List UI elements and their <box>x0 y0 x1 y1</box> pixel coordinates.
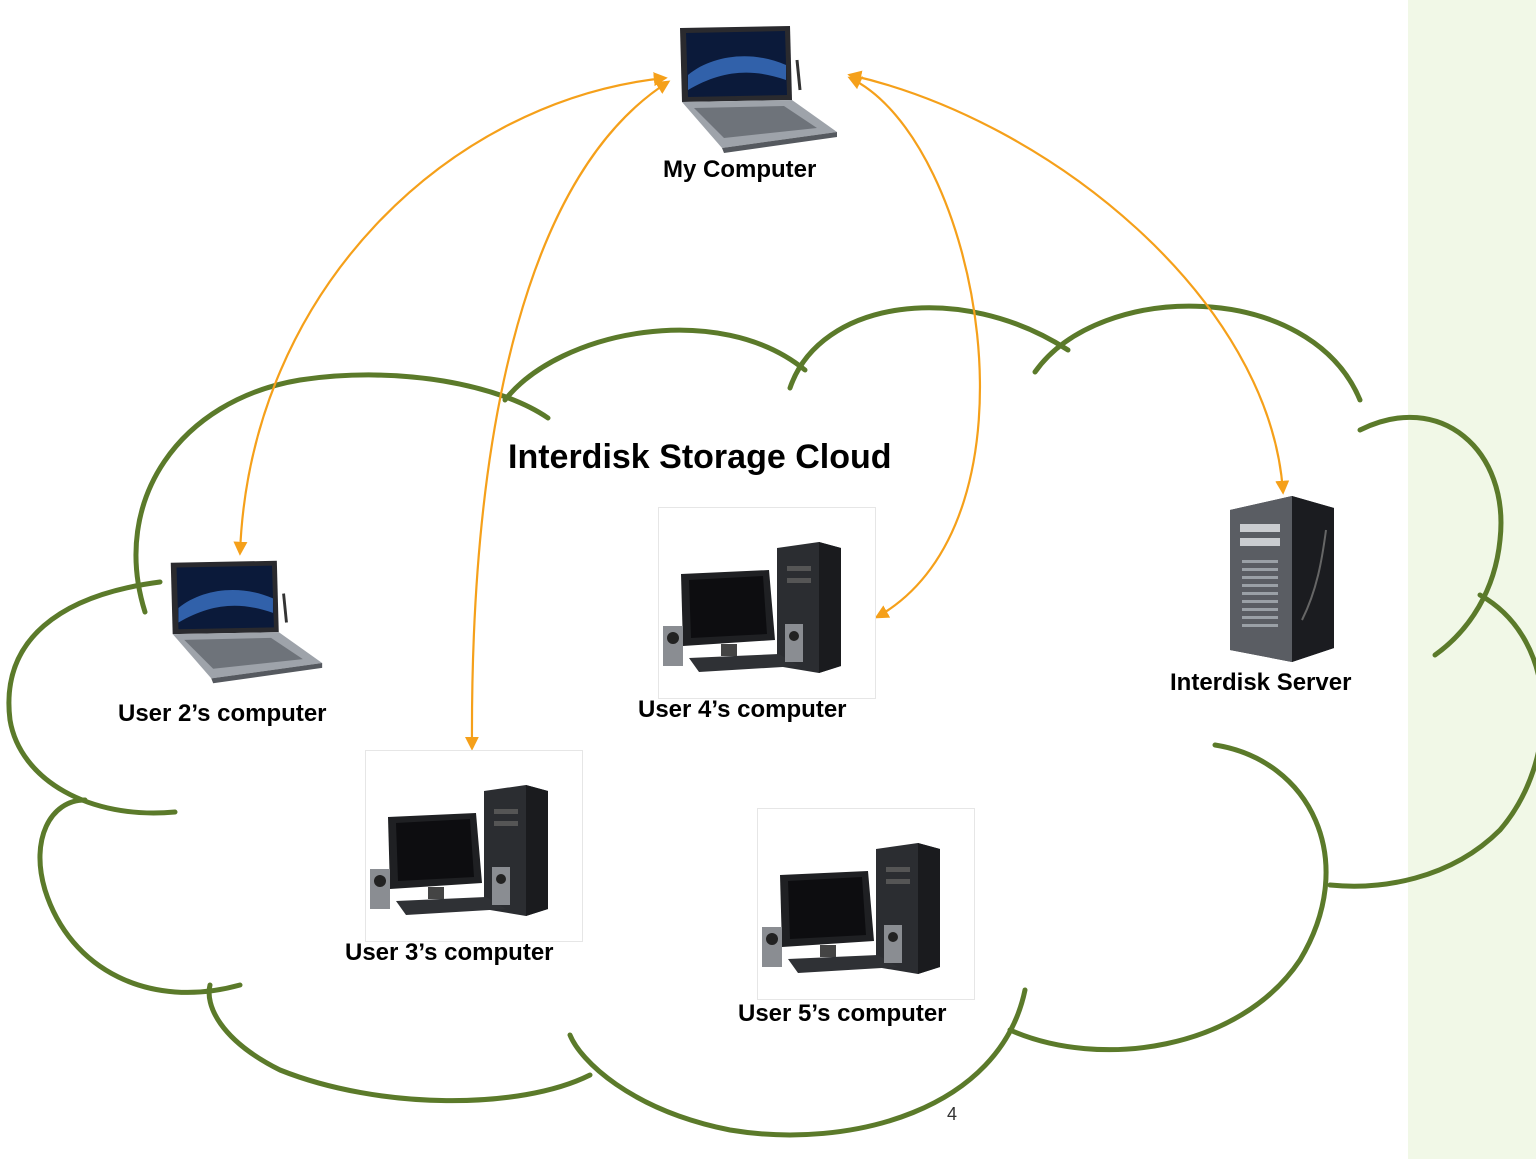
server-node <box>1222 490 1342 665</box>
desktop-computer-icon <box>663 542 841 673</box>
cloud-puff-left <box>6 579 178 816</box>
server-label: Interdisk Server <box>1170 669 1352 696</box>
cloud-puff-bottom-left <box>206 982 593 1104</box>
my-computer-node <box>672 20 842 160</box>
desktop-computer-icon <box>762 843 940 974</box>
user-4-node <box>658 507 876 699</box>
user-3-node <box>365 750 583 942</box>
cloud-puff-bottom-center <box>567 987 1028 1138</box>
user-2-node <box>160 555 330 690</box>
laptop-icon <box>170 560 323 684</box>
cloud-puff-mid-top <box>787 305 1071 391</box>
cloud-puff-bottom-right <box>1007 742 1329 1053</box>
cloud-puff-right <box>1357 414 1504 658</box>
my-computer-label: My Computer <box>663 156 817 183</box>
user-5-label: User 5’s computer <box>738 1000 947 1027</box>
connector-my-computer-user-3 <box>464 80 671 751</box>
cloud-puff-lower-left <box>37 797 243 995</box>
side-panel <box>1408 0 1536 1159</box>
user-5-node <box>757 808 975 1000</box>
laptop-icon <box>680 26 837 153</box>
tower-server-icon <box>1230 496 1334 662</box>
cloud-puff-far-right <box>1327 592 1536 889</box>
cloud-puff-right-top <box>1032 303 1363 403</box>
user-2-label: User 2’s computer <box>118 700 327 727</box>
cloud-title: Interdisk Storage Cloud <box>508 438 892 476</box>
page-number: 4 <box>947 1104 958 1124</box>
desktop-computer-icon <box>370 785 548 916</box>
cloud-puff-center-top <box>502 327 808 403</box>
user-4-label: User 4’s computer <box>638 696 847 723</box>
connectors <box>233 70 1290 751</box>
connector-my-computer-server <box>847 70 1290 495</box>
user-3-label: User 3’s computer <box>345 939 554 966</box>
connector-my-computer-user-2 <box>233 72 668 556</box>
